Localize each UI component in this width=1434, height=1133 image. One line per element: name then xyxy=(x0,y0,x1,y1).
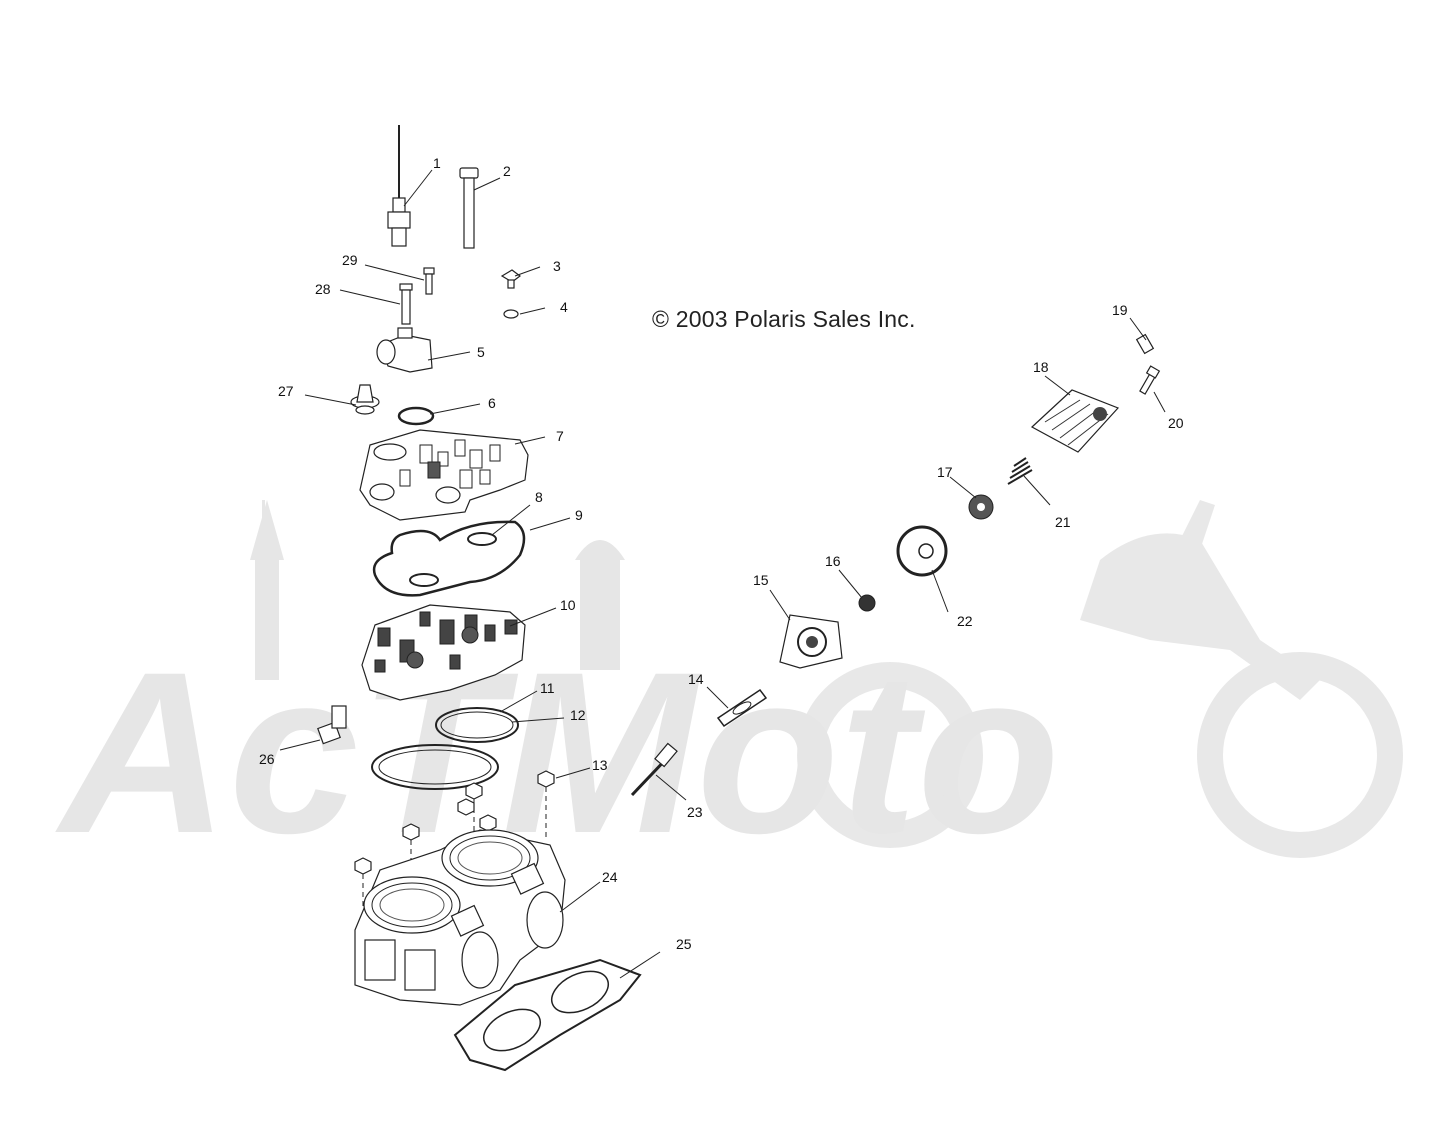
part-20-bolt xyxy=(1139,365,1161,395)
callout-23: 23 xyxy=(687,804,703,820)
part-16-valve xyxy=(858,594,876,612)
callout-13: 13 xyxy=(592,757,608,773)
part-7-cylinder-head-cover xyxy=(359,429,529,521)
motorcycle-icon xyxy=(797,500,1403,858)
callout-27: 27 xyxy=(278,383,294,399)
part-1-temperature-sensor xyxy=(387,125,411,247)
part-6-o-ring xyxy=(397,406,435,426)
callout-14: 14 xyxy=(688,671,704,687)
callout-25: 25 xyxy=(676,936,692,952)
callout-8: 8 xyxy=(535,489,543,505)
part-21-spring xyxy=(1007,457,1033,485)
part-18-pump-cover xyxy=(1030,389,1120,453)
part-3-screw xyxy=(500,269,521,289)
part-25-base-gasket xyxy=(453,958,642,1072)
callout-12: 12 xyxy=(570,707,586,723)
callout-5: 5 xyxy=(477,344,485,360)
callout-24: 24 xyxy=(602,869,618,885)
callout-4: 4 xyxy=(560,299,568,315)
callout-26: 26 xyxy=(259,751,275,767)
callout-18: 18 xyxy=(1033,359,1049,375)
callout-10: 10 xyxy=(560,597,576,613)
part-2-bolt xyxy=(459,167,479,249)
part-10-cylinder-head xyxy=(361,604,526,701)
part-12-gasket-lower xyxy=(378,749,492,785)
callout-29: 29 xyxy=(342,252,358,268)
part-23-check-valve xyxy=(630,742,678,797)
callout-7: 7 xyxy=(556,428,564,444)
part-24-cylinder-block xyxy=(354,829,566,1006)
callout-22: 22 xyxy=(957,613,973,629)
callout-16: 16 xyxy=(825,553,841,569)
part-28-pin xyxy=(399,283,413,325)
callout-15: 15 xyxy=(753,572,769,588)
part-26-elbow-fitting xyxy=(317,705,347,745)
callout-20: 20 xyxy=(1168,415,1184,431)
part-8-o-rings xyxy=(409,532,497,587)
part-29-pin xyxy=(423,267,435,295)
callout-labels: 1 2 3 4 5 6 7 8 9 10 11 12 13 14 15 16 1… xyxy=(259,155,1184,952)
callout-11: 11 xyxy=(540,680,555,696)
part-15-pump-body xyxy=(779,614,843,669)
callout-19: 19 xyxy=(1112,302,1128,318)
copyright-notice: © 2003 Polaris Sales Inc. xyxy=(652,306,916,332)
callout-21: 21 xyxy=(1055,514,1071,530)
callout-6: 6 xyxy=(488,395,496,411)
part-4-washer xyxy=(503,309,519,319)
part-5-thermostat-housing xyxy=(376,327,433,373)
part-22-diaphragm xyxy=(896,525,948,577)
part-12-gasket xyxy=(440,711,514,739)
tower-icon xyxy=(250,500,625,680)
part-27-thermostat xyxy=(350,384,380,415)
leader-lines xyxy=(279,169,1166,979)
callout-1: 1 xyxy=(433,155,441,171)
callout-28: 28 xyxy=(315,281,331,297)
callout-9: 9 xyxy=(575,507,583,523)
callout-17: 17 xyxy=(937,464,953,480)
part-11-gasket xyxy=(435,707,519,743)
part-9-head-gasket xyxy=(372,520,526,597)
part-19-screw xyxy=(1135,333,1155,355)
callout-3: 3 xyxy=(553,258,561,274)
callout-2: 2 xyxy=(503,163,511,179)
part-13-nuts xyxy=(354,770,555,875)
part-17-impeller xyxy=(968,494,994,520)
part-25-gasket-bores xyxy=(483,970,609,1052)
watermark: AcTMoto xyxy=(55,500,1403,881)
part-11-gasket-lower xyxy=(371,744,499,790)
part-14-gasket xyxy=(716,688,768,728)
